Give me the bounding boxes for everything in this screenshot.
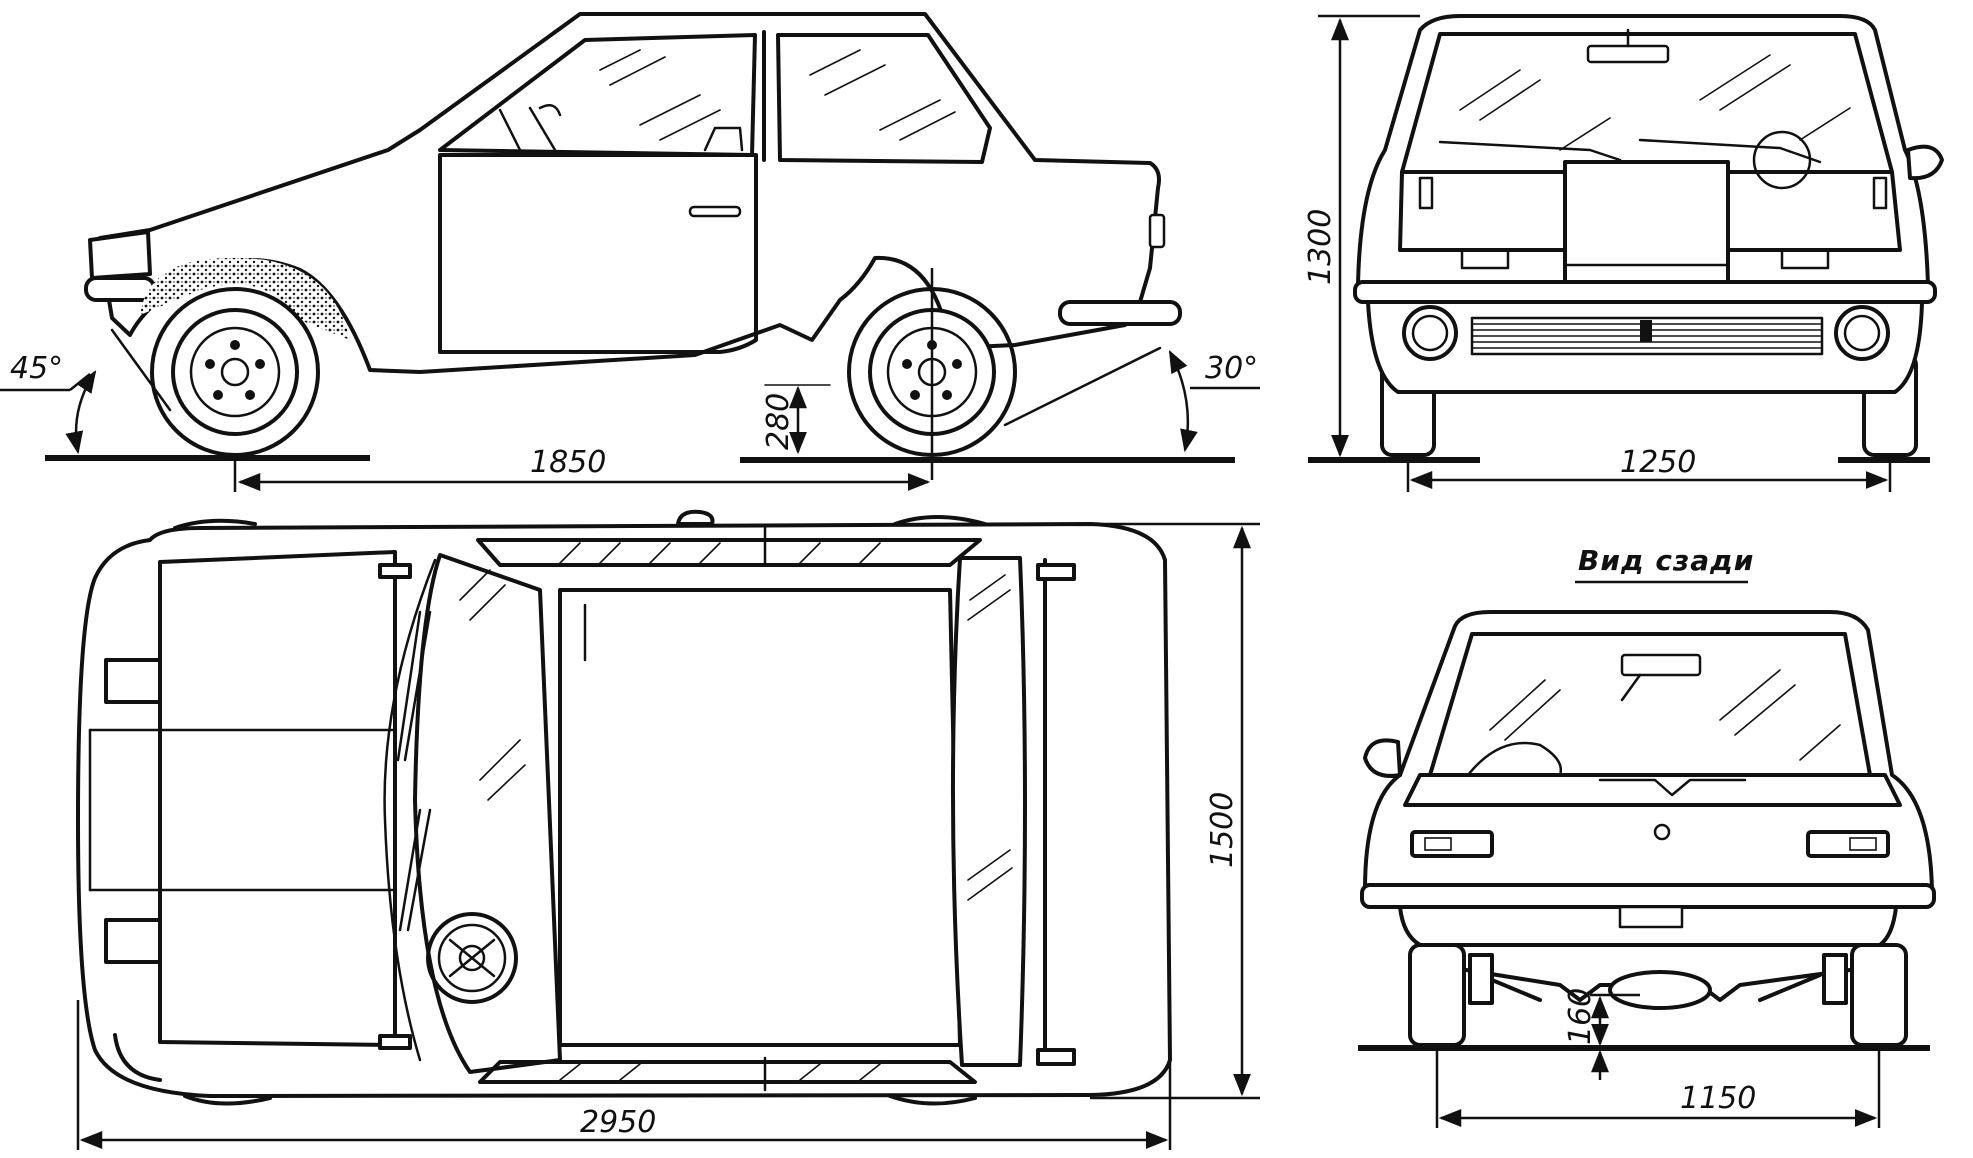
front-view: 1300 1250 <box>1303 14 1944 492</box>
tail-light-side <box>1148 213 1166 249</box>
front-corner-hint <box>113 1033 162 1082</box>
clearance-side-label: 280 <box>761 393 796 450</box>
rear-hinge-2 <box>1036 1048 1076 1066</box>
side-window-left-top <box>476 538 982 567</box>
angle-front-label: 45° <box>10 351 63 386</box>
track-front-label: 1250 <box>1620 445 1696 480</box>
steering-wheel-rear <box>1466 741 1563 777</box>
windshield-top-hatching <box>459 569 526 801</box>
top-view-body <box>76 522 1172 1098</box>
seat-side <box>703 126 744 152</box>
windshield-frame-top <box>383 558 437 1062</box>
rear-window <box>776 33 992 164</box>
angle-rear-arc <box>1168 350 1198 453</box>
glass-hatching <box>599 49 956 141</box>
hinge-right <box>1872 176 1888 210</box>
fender-rear-right <box>888 1094 977 1106</box>
rear-bumper-side <box>1058 300 1182 326</box>
width-label: 1500 <box>1205 792 1240 868</box>
tow-hook <box>1640 320 1652 342</box>
steering-wheel-side <box>498 103 562 152</box>
front-bumper-side <box>84 276 156 302</box>
departure-line <box>1003 346 1162 427</box>
clearance-rear-label: 160 <box>1563 988 1598 1045</box>
steering-wheel-front <box>1752 130 1812 190</box>
length-label: 2950 <box>580 1105 656 1140</box>
tail-light-left <box>1410 830 1494 858</box>
rear-window-hatching-2 <box>1489 669 1841 761</box>
rear-view-caption: Вид сзади <box>1578 544 1754 577</box>
rear-window-top <box>950 556 1027 1067</box>
tailgate-top <box>1403 773 1902 807</box>
track-rear-label: 1150 <box>1680 1081 1756 1116</box>
wiper-left <box>1438 140 1622 162</box>
steering-wheel-top <box>426 912 518 1004</box>
headlight-top-right <box>104 918 162 964</box>
fog-light-left-inner <box>1411 314 1449 352</box>
rear-lock <box>1653 823 1671 841</box>
rear-window-hatching <box>967 574 1013 901</box>
wheelbase-label: 1850 <box>530 445 606 480</box>
windshield-hatching <box>1459 54 1851 151</box>
tail-light-left-inner <box>1424 837 1452 851</box>
wiper-right <box>1638 138 1822 164</box>
indicator-left <box>1460 248 1510 270</box>
headlight-top-left <box>104 658 162 704</box>
angle-rear-label: 30° <box>1205 351 1258 386</box>
hinge-top-2 <box>378 1034 412 1050</box>
hinge-top-1 <box>378 563 412 579</box>
angle-front-arc <box>65 370 97 455</box>
windshield-top <box>413 553 562 1074</box>
fender-front-right <box>183 1094 272 1106</box>
center-panel <box>1563 160 1730 300</box>
fog-light-left <box>1402 305 1458 361</box>
fender-rear-left <box>893 515 987 526</box>
top-view: 1500 2950 <box>76 509 1260 1150</box>
height-label: 1300 <box>1303 209 1338 285</box>
front-window <box>438 33 757 157</box>
door <box>438 153 758 354</box>
side-view: 45° 30° 280 1850 <box>0 12 1260 492</box>
fender-front-left <box>173 518 257 530</box>
side-window-hatching <box>559 542 881 1081</box>
door-handle <box>688 205 742 218</box>
rear-view: Вид сзади <box>1358 544 1936 1128</box>
rear-view-tire-right <box>1850 943 1908 1047</box>
rear-view-tire-left <box>1408 943 1466 1047</box>
front-wheel-side <box>140 257 350 457</box>
mirror-rear-stem <box>1620 673 1642 702</box>
front-bumper <box>1353 280 1937 304</box>
wipers-top <box>396 610 432 932</box>
mirror-rear <box>1620 653 1702 677</box>
fog-light-right <box>1834 305 1890 361</box>
fog-light-right-inner <box>1843 314 1881 352</box>
rear-bumper <box>1360 883 1936 909</box>
rear-view-body <box>1363 610 1934 892</box>
tail-light-right-inner <box>1849 837 1877 851</box>
rear-hinge-1 <box>1036 563 1076 581</box>
headlight-side <box>88 230 152 280</box>
side-mirror-front-view <box>1906 144 1944 181</box>
license-plate-light <box>1618 905 1684 929</box>
approach-line <box>110 328 172 412</box>
rear-suspension <box>1464 953 1852 1010</box>
side-mirror-top-left <box>676 509 715 526</box>
side-mirror-rear-view <box>1363 738 1402 778</box>
indicator-right <box>1780 248 1830 270</box>
side-window-right-top <box>478 1060 977 1084</box>
hinge-left <box>1418 176 1434 210</box>
tailgate-emblem <box>1598 778 1747 797</box>
